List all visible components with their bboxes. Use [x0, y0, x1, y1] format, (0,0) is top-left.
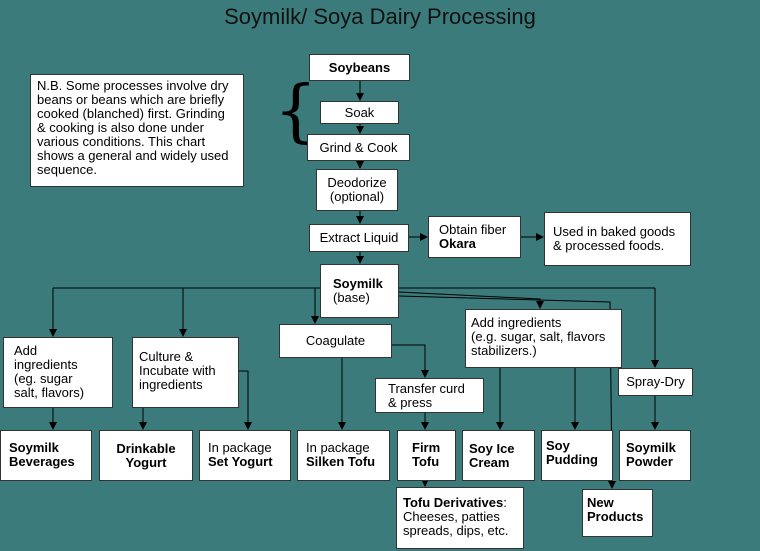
node-coagulate: Coagulate: [279, 324, 392, 358]
note-box: N.B. Some processes involve dry beans or…: [30, 74, 244, 187]
node-soy-ice-cream: Soy Ice Cream: [462, 430, 535, 481]
node-drinkable-yogurt: Drinkable Yogurt: [99, 430, 193, 481]
node-grind-cook: Grind & Cook: [307, 134, 410, 161]
line-soymilk-add2b: [398, 295, 613, 481]
node-deodorize: Deodorize (optional): [316, 169, 398, 211]
arrow-soymilk-add2: [398, 291, 544, 309]
node-set-yogurt: In package Set Yogurt: [199, 430, 291, 481]
node-new-products: New Products: [582, 489, 653, 537]
node-soybeans: Soybeans: [309, 54, 410, 81]
node-tofu-derivatives: Tofu Derivatives: Cheeses, patties sprea…: [396, 487, 524, 549]
diagram-title: Soymilk/ Soya Dairy Processing: [224, 4, 536, 29]
node-add-ingredients-2: Add ingredients (e.g. sugar, salt, flavo…: [465, 309, 622, 368]
node-baked-goods: Used in baked goods & processed foods.: [544, 212, 691, 266]
note-text: N.B. Some processes involve dry beans or…: [37, 78, 229, 177]
node-soy-pudding: Soy Pudding: [541, 430, 613, 481]
node-soymilk-powder: Soymilk Powder: [619, 430, 691, 481]
node-soymilk-base: Soymilk (base): [320, 264, 399, 318]
node-transfer-curd: Transfer curd & press: [375, 378, 484, 413]
arrow-culture-setyogurt: [239, 370, 252, 430]
node-soymilk-beverages: Soymilk Beverages: [0, 430, 92, 481]
node-spray-dry: Spray-Dry: [618, 368, 693, 396]
node-silken-tofu: In package Silken Tofu: [297, 430, 390, 481]
node-obtain-fiber: Obtain fiber Okara: [428, 216, 521, 258]
arrow-coagulate-transfer: [392, 344, 429, 378]
node-extract-liquid: Extract Liquid: [309, 224, 409, 252]
node-firm-tofu: Firm Tofu: [397, 430, 456, 481]
node-culture-incubate: Culture & Incubate with ingredients: [132, 337, 239, 408]
node-add-ingredients-1: Add ingredients (eg. sugar salt, flavors…: [3, 337, 113, 408]
node-soak: Soak: [320, 101, 399, 124]
